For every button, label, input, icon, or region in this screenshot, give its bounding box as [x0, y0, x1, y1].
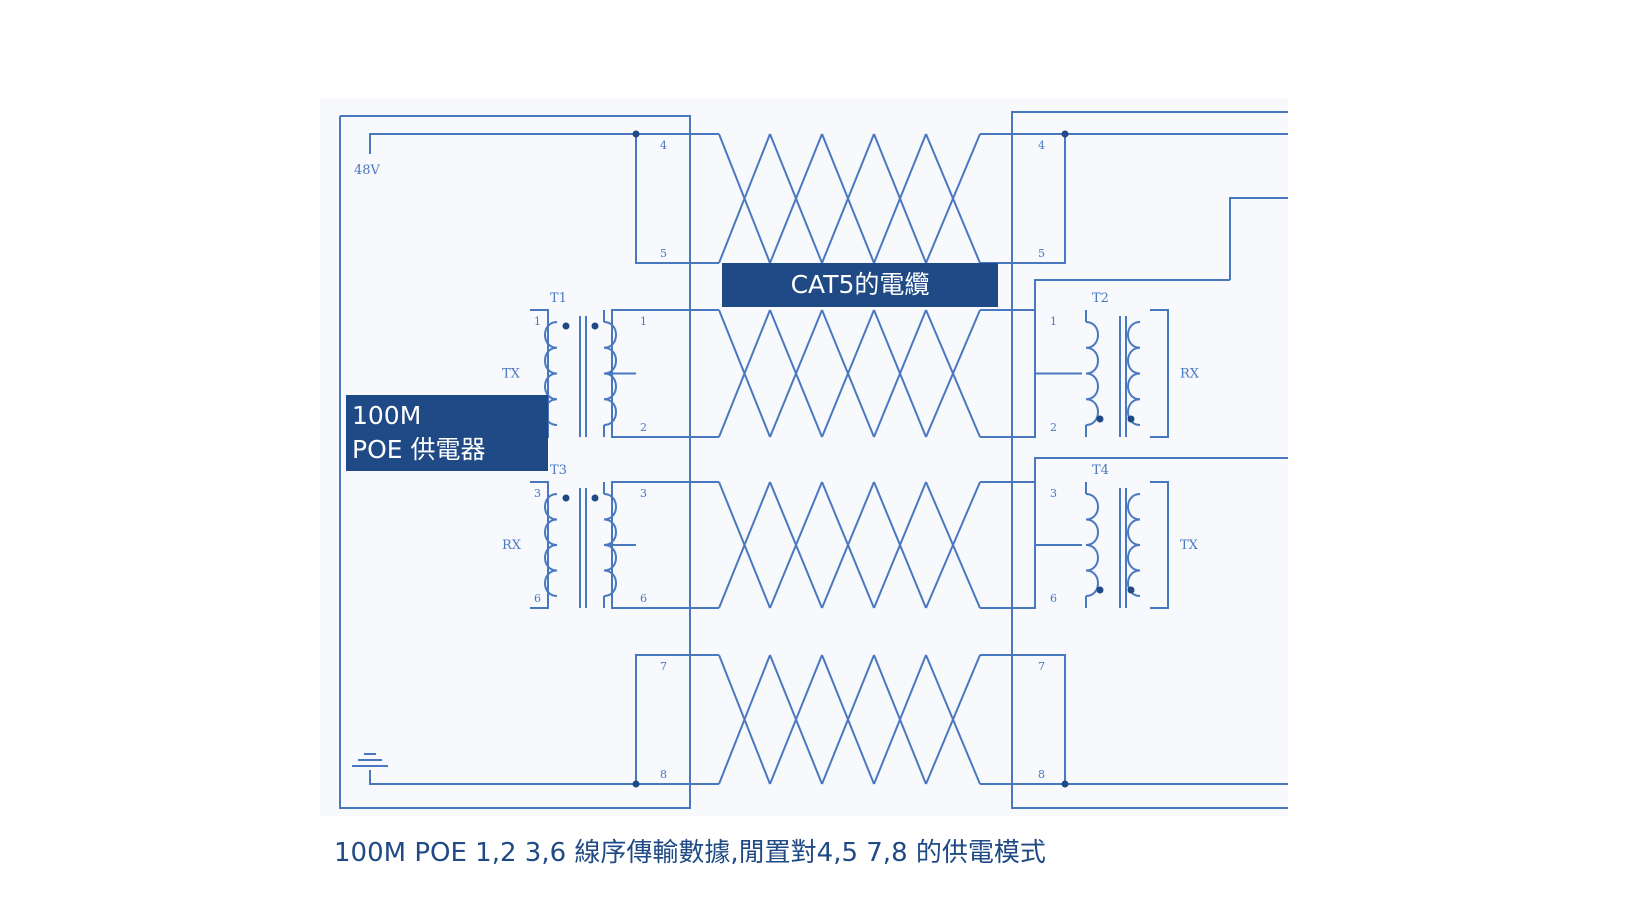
pse-label: 100M POE 供電器 — [346, 395, 548, 471]
pd-feed-branch — [1229, 197, 1288, 280]
pin-label: 7 — [1038, 660, 1045, 673]
pin-label: 5 — [660, 247, 667, 260]
xfmr-coil-secondary — [603, 493, 617, 597]
signal-label: RX — [502, 538, 522, 553]
junction-dot — [1096, 415, 1104, 423]
right-pair-loop — [980, 133, 1066, 264]
xfmr-coil-secondary — [1127, 321, 1141, 426]
cable-strand — [821, 654, 875, 785]
junction-dot — [1127, 415, 1135, 423]
xfmr-coil-primary — [544, 493, 558, 597]
cable-strand — [821, 309, 875, 438]
pin-label: 6 — [640, 592, 647, 605]
cable-strand — [769, 133, 823, 264]
cable-strand — [718, 133, 771, 264]
pin-label: 6 — [1050, 592, 1057, 605]
pin-label: 8 — [1038, 768, 1045, 781]
pin-label: 8 — [660, 768, 667, 781]
cable-strand — [925, 133, 981, 264]
transformer-name: T1 — [550, 291, 567, 306]
pin-label: 3 — [1050, 487, 1057, 500]
figure-caption: 100M POE 1,2 3,6 線序傳輸數據,閒置對4,5 7,8 的供電模式 — [334, 838, 1046, 868]
cable-label: CAT5的電纜 — [722, 263, 998, 307]
pd-feed-branch — [1034, 279, 1230, 310]
supply-voltage-label: 48V — [354, 163, 381, 178]
cable-strand — [873, 133, 927, 264]
xfmr-coil-primary — [1085, 321, 1099, 426]
cable-strand — [925, 654, 981, 785]
cable-strand — [925, 481, 981, 609]
left-pair-loop — [635, 654, 719, 785]
pin-label: 4 — [660, 139, 667, 152]
signal-label: RX — [1180, 367, 1200, 382]
cable-strand — [873, 654, 927, 785]
cable-strand — [718, 654, 771, 785]
cable-strand — [821, 481, 875, 609]
xfmr-coil-primary — [1085, 493, 1099, 597]
junction-dot — [591, 322, 599, 330]
junction-dot — [591, 494, 599, 502]
transformer-name: T2 — [1092, 291, 1109, 306]
junction-dot — [562, 322, 570, 330]
pse-label-line1: 100M — [352, 401, 422, 430]
pd-feed-branch — [1034, 457, 1288, 482]
signal-label: TX — [502, 367, 521, 382]
junction-dot — [1061, 780, 1069, 788]
pin-label: 2 — [640, 421, 647, 434]
cable-strand — [873, 481, 927, 609]
pin-label: 1 — [534, 315, 541, 328]
pin-label: 1 — [1050, 315, 1057, 328]
left-pair-loop — [635, 133, 719, 264]
cable-strand — [769, 654, 823, 785]
transformer-name: T3 — [550, 463, 567, 478]
cable-strand — [769, 309, 823, 438]
xfmr-secondary-bracket — [1150, 309, 1169, 438]
pin-label: 1 — [640, 315, 647, 328]
cable-strand — [873, 309, 927, 438]
pse-positive-feed — [369, 133, 636, 154]
xfmr-coil-secondary — [1127, 493, 1141, 597]
pd-box — [1011, 111, 1288, 809]
transformer-name: T4 — [1092, 463, 1109, 478]
cable-strand — [821, 133, 875, 264]
junction-dot — [1127, 586, 1135, 594]
xfmr-secondary-bracket — [1150, 481, 1169, 609]
pin-label: 3 — [534, 487, 541, 500]
junction-dot — [562, 494, 570, 502]
cable-strand — [718, 481, 771, 609]
pin-label: 2 — [1050, 421, 1057, 434]
pin-label: 7 — [660, 660, 667, 673]
junction-dot — [632, 130, 640, 138]
cable-strand — [925, 309, 981, 438]
junction-dot — [1061, 130, 1069, 138]
pin-label: 6 — [534, 592, 541, 605]
junction-dot — [632, 780, 640, 788]
pin-label: 3 — [640, 487, 647, 500]
junction-dot — [1096, 586, 1104, 594]
xfmr-coil-secondary — [603, 321, 617, 426]
pse-label-line2: POE 供電器 — [352, 435, 486, 464]
cable-strand — [769, 481, 823, 609]
signal-label: TX — [1180, 538, 1199, 553]
pin-label: 5 — [1038, 247, 1045, 260]
pse-box — [339, 115, 691, 809]
pin-label: 4 — [1038, 139, 1045, 152]
right-pair-loop — [980, 654, 1066, 785]
cable-strand — [718, 309, 771, 438]
pse-negative-feed — [369, 770, 636, 785]
xfmr-primary-bracket — [530, 481, 549, 609]
